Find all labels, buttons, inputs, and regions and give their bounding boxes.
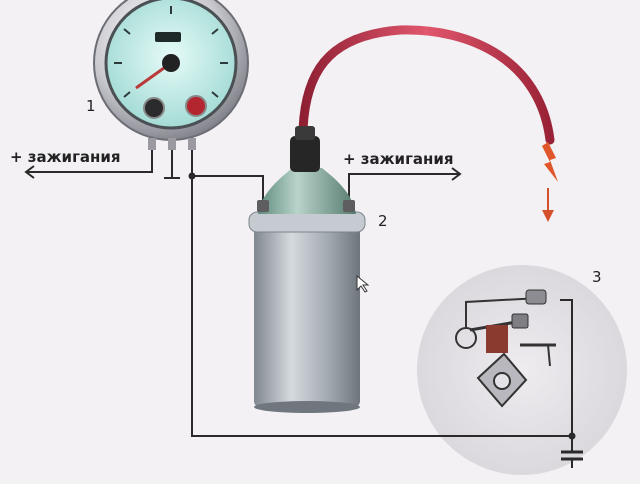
tachometer-number-label: 1: [86, 97, 96, 115]
ignition-feed-right-wire: [348, 173, 460, 206]
junction-dot: [188, 172, 196, 180]
ignition-left-terminal-icon: [24, 165, 35, 179]
high-voltage-lead: [298, 25, 555, 155]
spark-icon: [542, 142, 558, 222]
ignition-coil-icon: [248, 126, 366, 413]
breaker-panel: [417, 265, 627, 475]
coil-number-label: 2: [378, 212, 388, 230]
coil-primary-wire: [192, 175, 264, 206]
cursor-icon: [356, 274, 370, 293]
junction-dot: [568, 432, 576, 440]
ignition-right-terminal-icon: [451, 167, 462, 181]
breaker-number-label: 3: [592, 268, 602, 286]
ignition-left-label: + зажигания: [10, 148, 121, 166]
ignition-right-label: + зажигания: [343, 150, 454, 168]
contact-breaker-icon: [455, 289, 556, 408]
tachometer-icon: [93, 0, 249, 150]
ignition-feed-left-wire: [26, 148, 153, 173]
capacitor-icon: [561, 450, 583, 468]
